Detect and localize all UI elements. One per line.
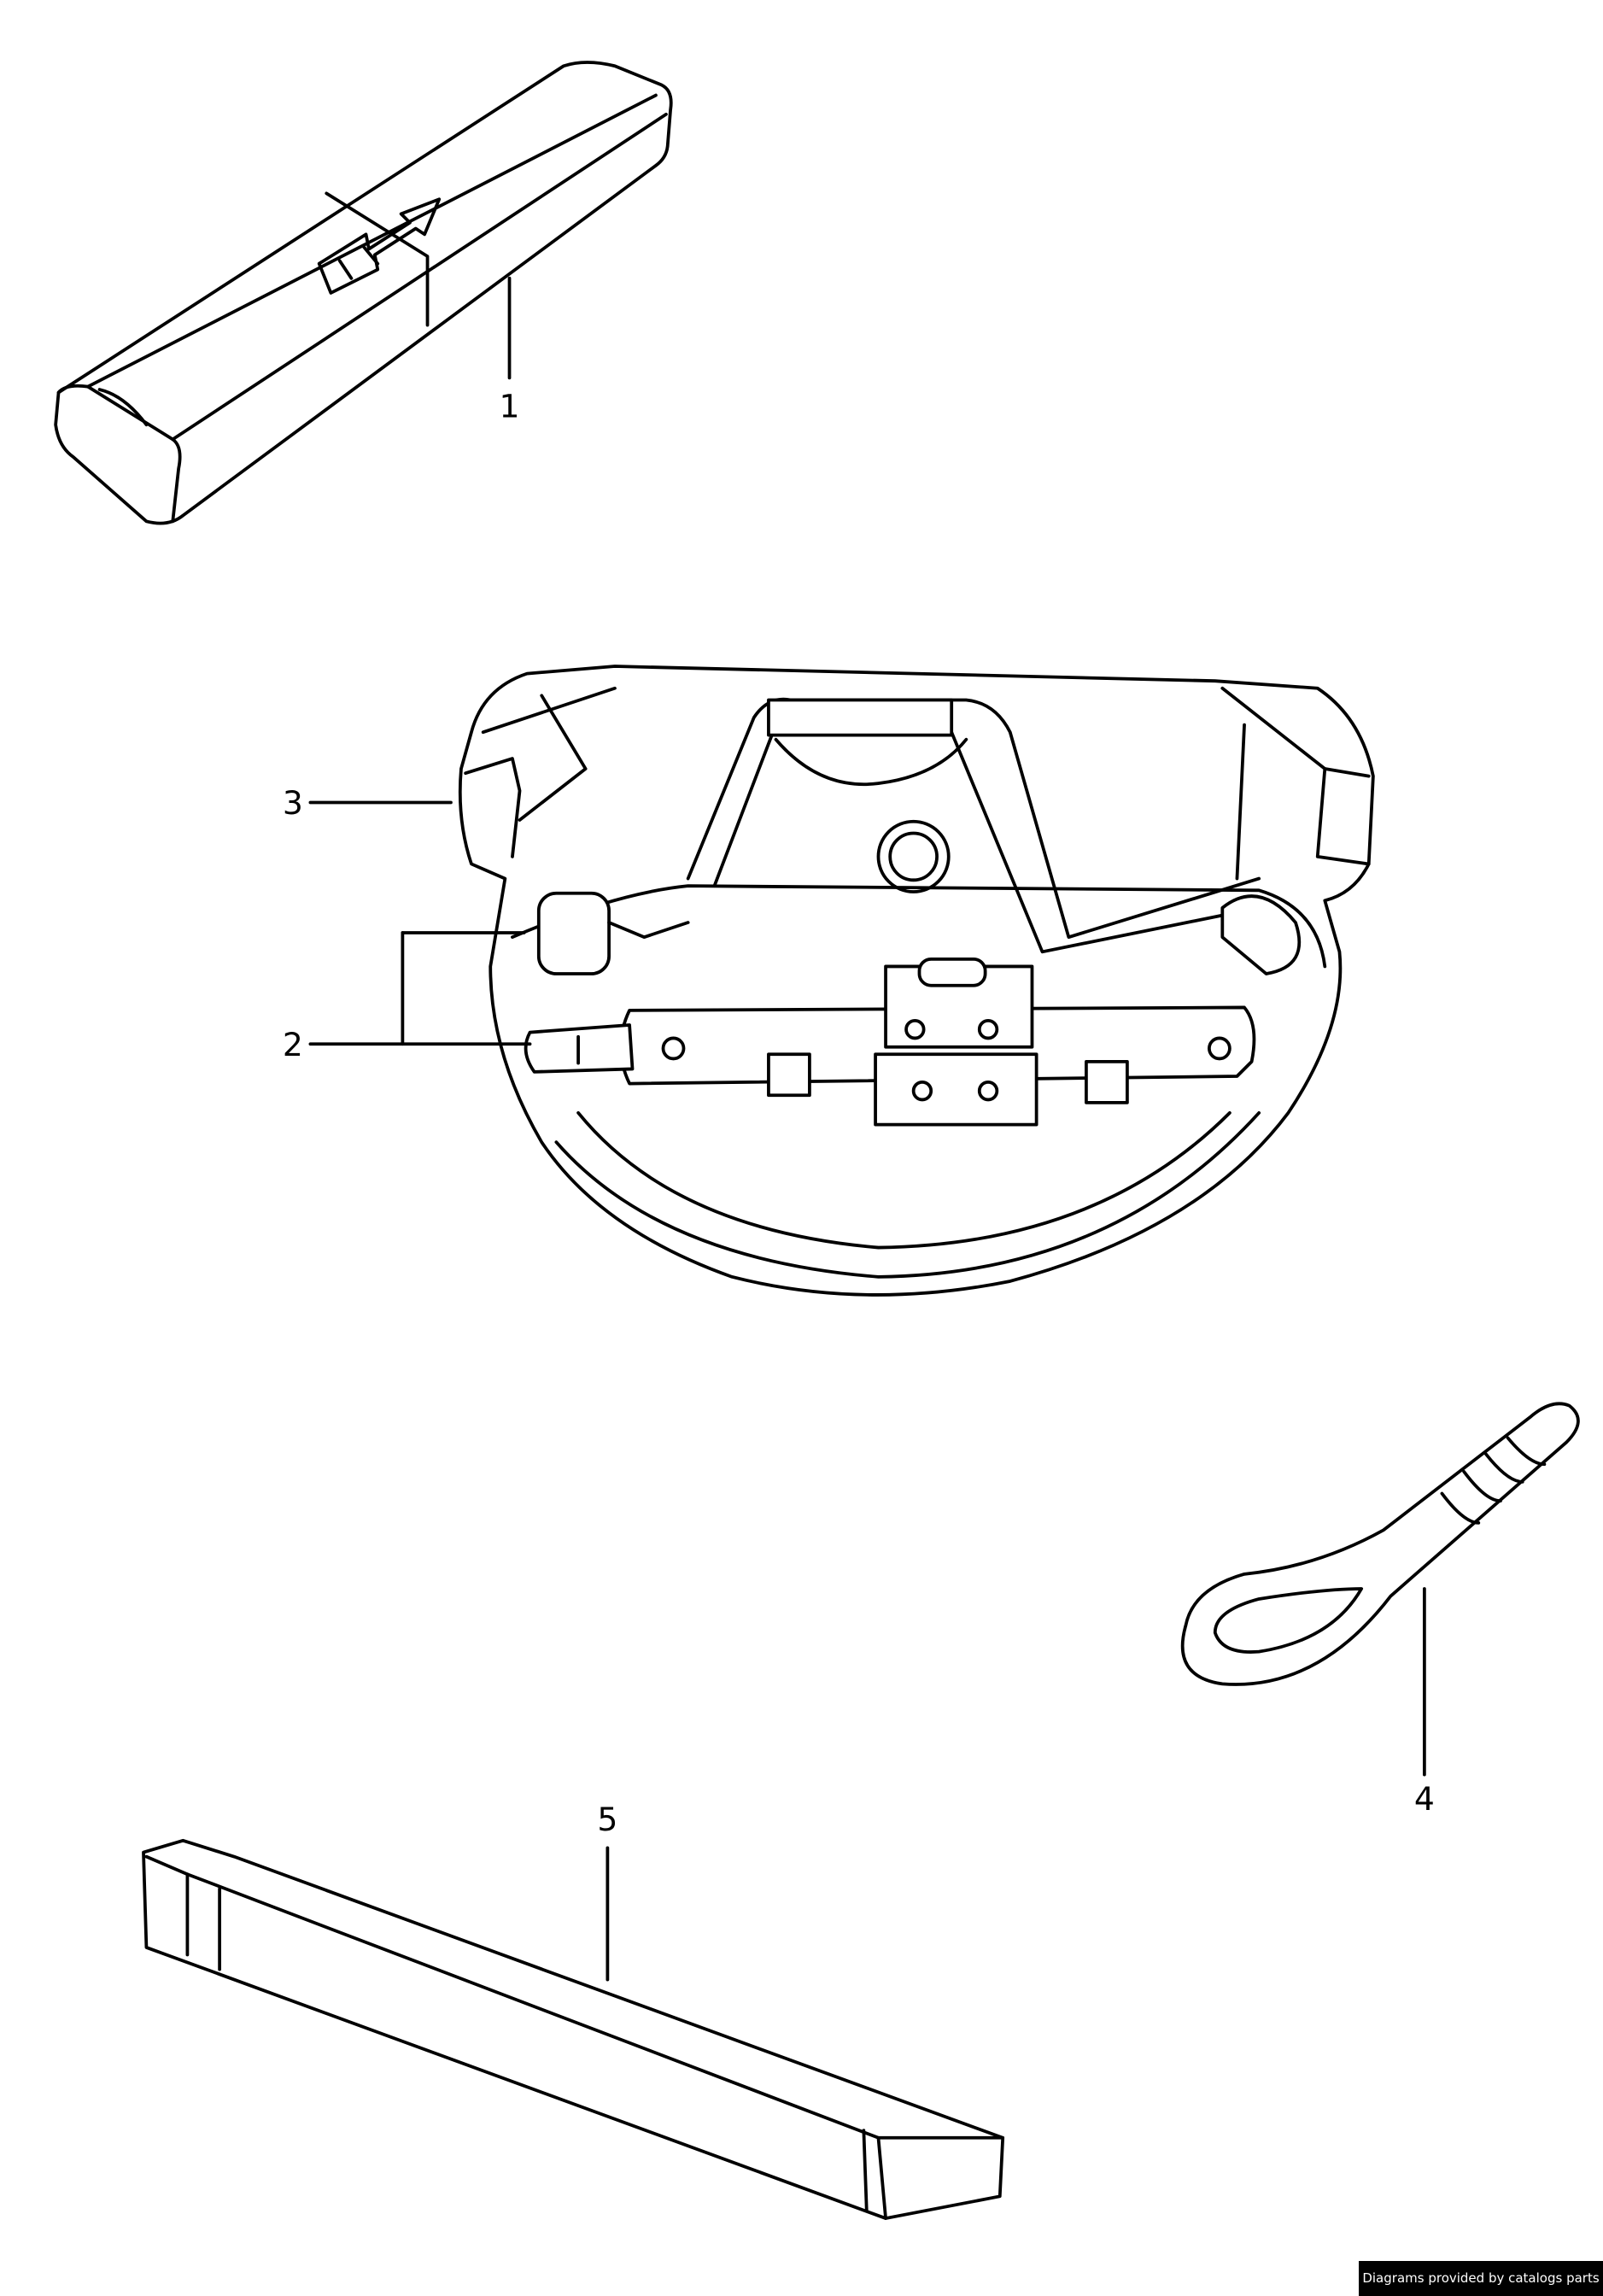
part-5-bar[interactable] [142,1838,1005,2220]
part-4-towing-eye[interactable] [1180,1402,1580,1686]
callout-label-1: 1 [500,388,520,425]
callout-label-2: 2 [283,1026,303,1063]
callout-4: 4 [1414,1587,1435,1818]
callout-label-5: 5 [597,1801,617,1838]
callout-2: 2 [283,931,532,1063]
callout-label-3: 3 [283,784,303,822]
credit-banner: Diagrams provided by catalogs parts [1359,2261,1603,2296]
part-1-tool-case[interactable] [54,61,673,525]
part-2-jack[interactable] [524,891,1256,1127]
callout-1: 1 [500,276,520,425]
callout-label-4: 4 [1414,1780,1435,1818]
callout-3: 3 [283,784,453,822]
callout-5: 5 [597,1801,617,1982]
